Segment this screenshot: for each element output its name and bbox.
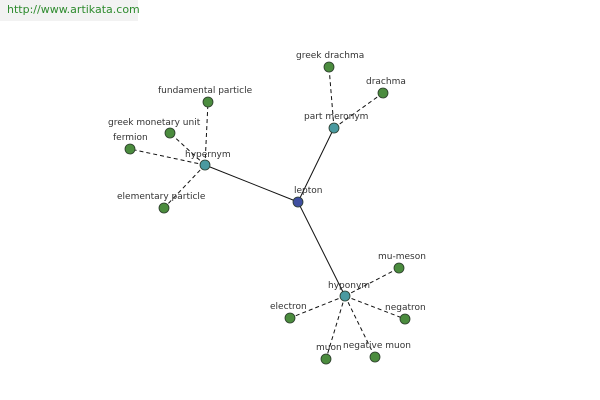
label-part-meronym: part meronym [304,112,368,122]
edge-lepton-hypernym [204,164,299,203]
label-fermion: fermion [113,133,148,143]
node-muon[interactable] [320,353,332,365]
label-hypernym: hypernym [185,150,231,160]
node-fundamental-particle[interactable] [202,96,214,108]
label-drachma: drachma [366,77,406,87]
edge-hyponym-mu-meson [344,267,400,297]
edge-hypernym-greek-monetary-unit [169,132,206,166]
label-greek-monetary-unit: greek monetary unit [108,118,201,128]
node-elementary-particle[interactable] [158,202,170,214]
label-fundamental-particle: fundamental particle [158,86,253,96]
node-electron[interactable] [284,312,296,324]
label-greek-drachma: greek drachma [296,51,364,61]
node-drachma[interactable] [377,87,389,99]
edge-lepton-hyponym [297,201,346,297]
label-electron: electron [270,302,307,312]
label-muon: muon [316,343,342,353]
node-part-meronym[interactable] [328,122,340,134]
node-fermion[interactable] [124,143,136,155]
label-elementary-particle: elementary particle [117,192,206,202]
node-hyponym[interactable] [339,290,351,302]
label-negatron: negatron [385,303,426,313]
node-lepton[interactable] [292,196,304,208]
edge-hyponym-electron [289,295,346,319]
edge-hypernym-elementary-particle [163,164,206,209]
edge-hypernym-fermion [129,148,206,166]
node-negative-muon[interactable] [369,351,381,363]
node-greek-drachma[interactable] [323,61,335,73]
edge-part-meronym-drachma [333,92,384,129]
node-negatron[interactable] [399,313,411,325]
label-mu-meson: mu-meson [378,252,426,262]
edge-hypernym-fundamental-particle [204,101,209,166]
edge-hyponym-negatron [344,295,406,320]
source-url-link[interactable]: http://www.artikata.com [7,3,140,16]
edge-hyponym-muon [325,295,346,360]
label-hyponym: hyponym [328,281,370,291]
edge-lepton-part-meronym [297,127,335,203]
edge-hyponym-negative-muon [344,295,376,358]
node-mu-meson[interactable] [393,262,405,274]
label-negative-muon: negative muon [343,341,411,351]
node-greek-monetary-unit[interactable] [164,127,176,139]
edge-part-meronym-greek-drachma [328,66,335,129]
source-banner: http://www.artikata.com [0,0,140,21]
node-hypernym[interactable] [199,159,211,171]
label-lepton: lepton [294,186,323,196]
